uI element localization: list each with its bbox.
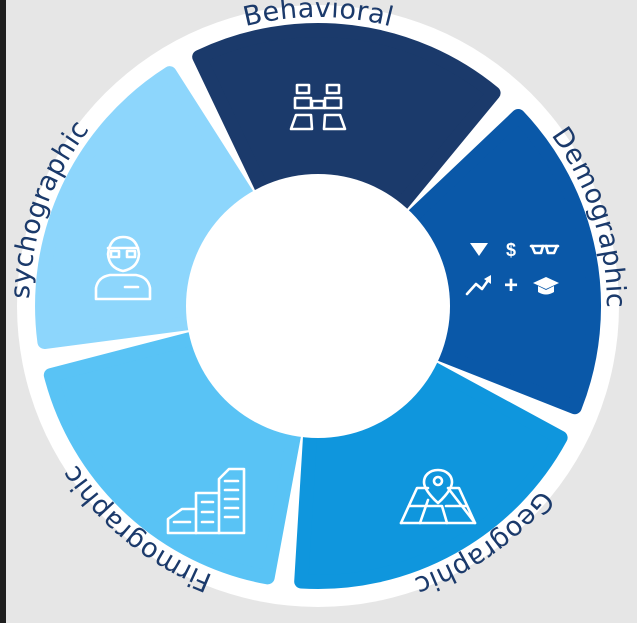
center-hole xyxy=(186,174,450,438)
trend-up-icon xyxy=(465,275,491,296)
person-icon xyxy=(94,235,152,301)
dollar-symbol: $ xyxy=(506,240,516,260)
glasses-icon xyxy=(529,244,560,255)
plus-symbol: + xyxy=(504,272,518,299)
demographic-symbols-icon: $ + xyxy=(465,240,560,299)
graduation-cap-icon xyxy=(533,277,559,295)
buildings-icon xyxy=(166,467,246,535)
map-pin-icon xyxy=(399,468,477,525)
triangle-down-icon xyxy=(470,243,488,256)
binoculars-icon xyxy=(289,83,347,131)
